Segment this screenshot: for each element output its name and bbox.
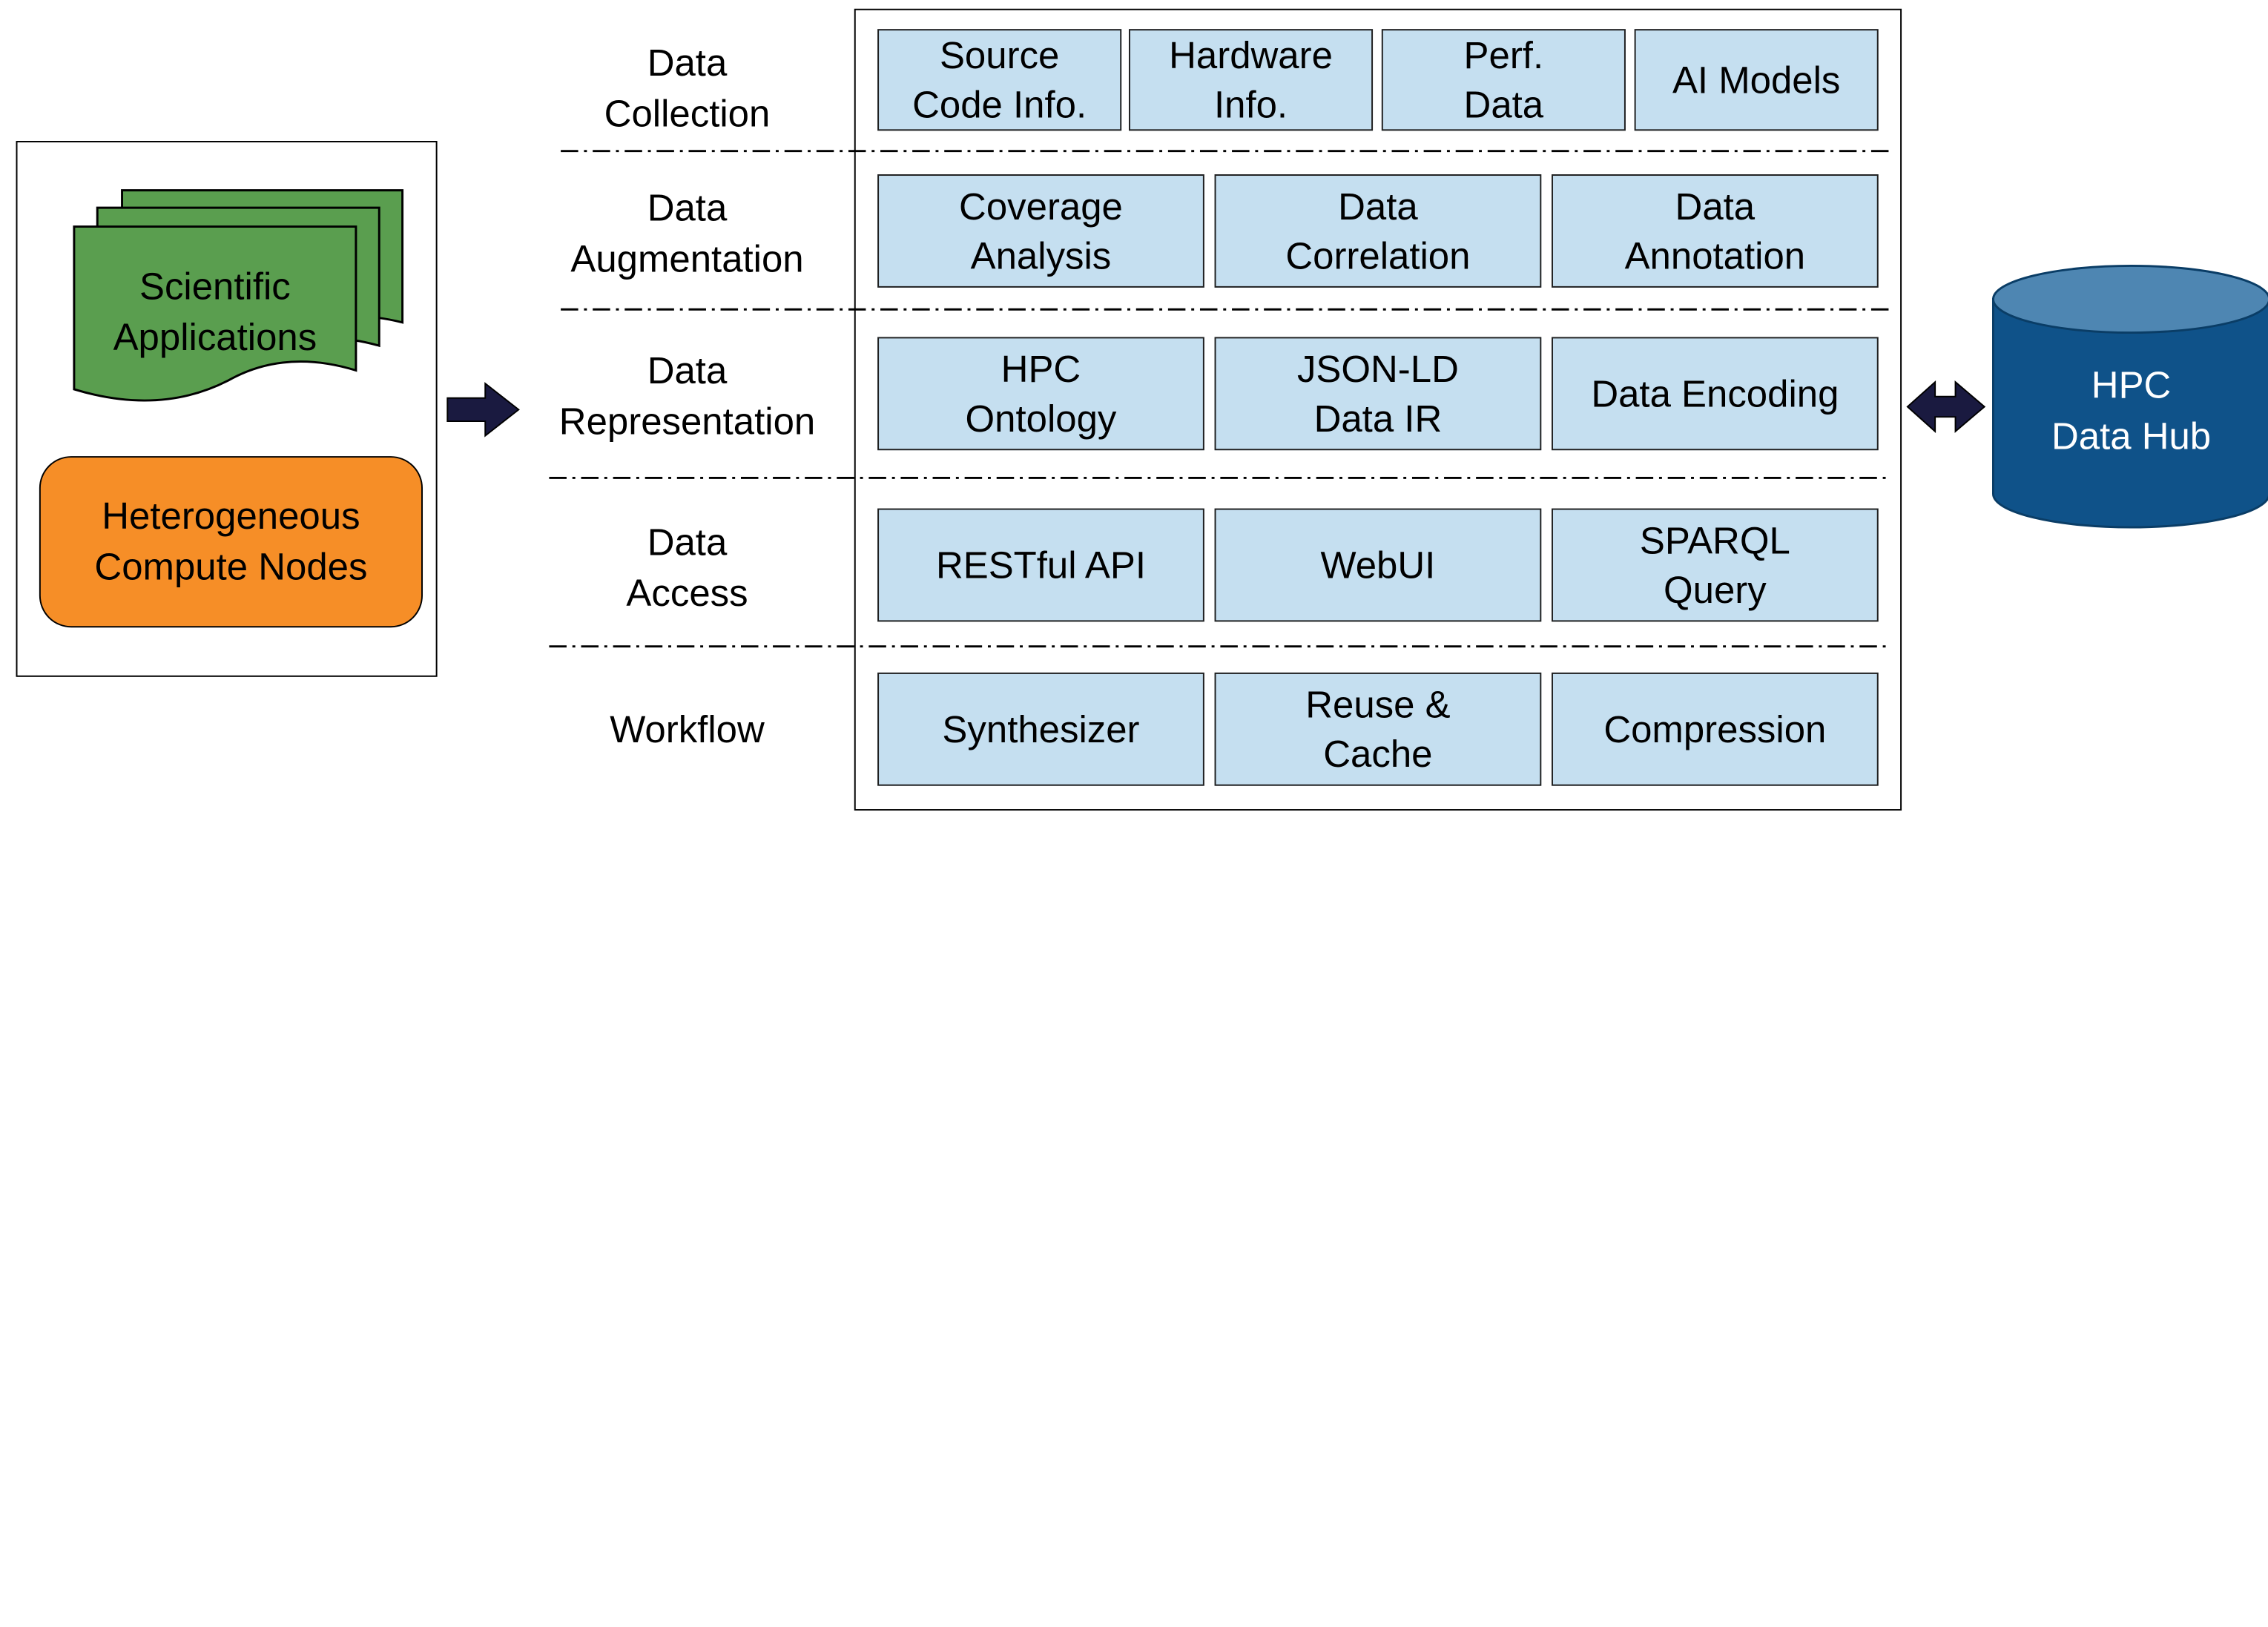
box-reuse-cache: Reuse & Cache	[1214, 672, 1542, 786]
cylinder-top	[1992, 265, 2268, 334]
box-label: Data Correlation	[1285, 184, 1471, 278]
cylinder-body	[1992, 298, 2268, 529]
box-label: JSON-LD Data IR	[1296, 347, 1459, 440]
layer-label-data-collection: Data Collection	[604, 40, 771, 136]
box-data-correlation: Data Correlation	[1214, 174, 1542, 288]
document-front	[73, 225, 357, 402]
box-label: WebUI	[1320, 543, 1436, 587]
layer-label-workflow: Workflow	[610, 707, 765, 751]
right-arrow-icon	[446, 382, 520, 438]
box-label: RESTful API	[935, 543, 1147, 587]
box-synthesizer: Synthesizer	[877, 672, 1204, 786]
box-label: HPC Ontology	[965, 347, 1117, 440]
box-label: Hardware Info.	[1169, 33, 1333, 127]
layer-separators	[549, 150, 1892, 648]
box-ai-models: AI Models	[1634, 29, 1879, 131]
framework-panel	[854, 8, 1902, 811]
box-label: Data Annotation	[1624, 184, 1806, 278]
box-perf-data: Perf. Data	[1381, 29, 1626, 131]
box-hardware-info: Hardware Info.	[1128, 29, 1374, 131]
box-sparql-query: SPARQL Query	[1551, 508, 1879, 622]
box-label: Compression	[1603, 707, 1827, 751]
box-label: Synthesizer	[942, 707, 1140, 751]
database-cylinder-icon	[1992, 265, 2268, 529]
box-webui: WebUI	[1214, 508, 1542, 622]
compute-nodes-box: Heterogeneous Compute Nodes	[39, 456, 423, 628]
box-data-annotation: Data Annotation	[1551, 174, 1879, 288]
scientific-applications-label: Scientific Applications	[113, 264, 317, 359]
box-hpc-ontology: HPC Ontology	[877, 337, 1204, 451]
box-label: Coverage Analysis	[959, 184, 1123, 278]
box-label: Reuse & Cache	[1305, 682, 1451, 776]
box-label: AI Models	[1672, 58, 1841, 102]
layer-label-data-representation: Data Representation	[558, 349, 816, 443]
document-stack-icon	[73, 189, 404, 402]
box-data-encoding: Data Encoding	[1551, 337, 1879, 451]
box-label: Source Code Info.	[912, 33, 1087, 127]
box-source-code-info: Source Code Info.	[877, 29, 1122, 131]
hpc-data-hub-label: HPC Data Hub	[2051, 363, 2212, 458]
box-coverage-analysis: Coverage Analysis	[877, 174, 1204, 288]
box-label: SPARQL Query	[1639, 518, 1790, 612]
layer-label-data-augmentation: Data Augmentation	[570, 185, 804, 281]
box-restful-api: RESTful API	[877, 508, 1204, 622]
box-label: Data Encoding	[1591, 372, 1839, 416]
box-label: Perf. Data	[1463, 33, 1544, 127]
double-arrow-icon	[1906, 380, 1986, 433]
box-compression: Compression	[1551, 672, 1879, 786]
layer-label-data-access: Data Access	[626, 520, 748, 615]
compute-nodes-label: Heterogeneous Compute Nodes	[94, 493, 368, 589]
box-json-ld-data-ir: JSON-LD Data IR	[1214, 337, 1542, 451]
